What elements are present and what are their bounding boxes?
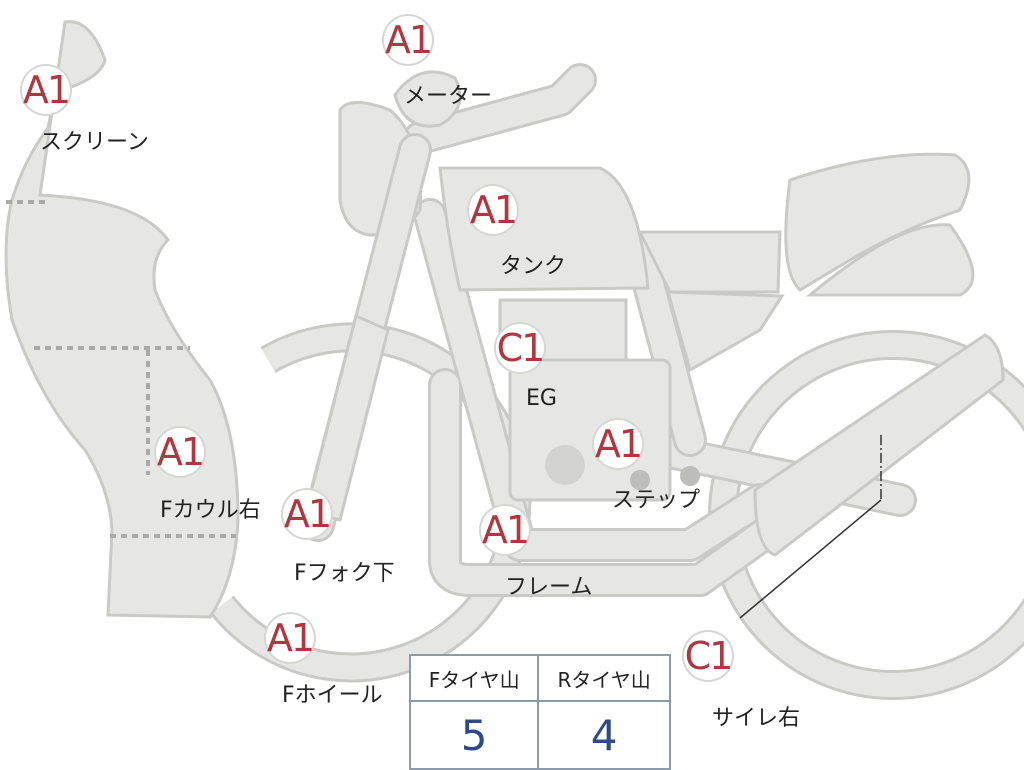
- grade-text: C1: [496, 326, 546, 370]
- callout-label-front-wheel: Fホイール: [282, 683, 383, 708]
- side-cover: [637, 230, 782, 294]
- grade-text: A1: [481, 508, 530, 552]
- callout-label-engine: EG: [526, 386, 557, 411]
- grade-text: A1: [469, 188, 518, 232]
- muffler: [753, 333, 1005, 557]
- grade-badge-front-fork-lower: A1: [283, 490, 332, 538]
- grade-badge-muffler-right: C1: [684, 632, 734, 680]
- grade-badge-frame: A1: [481, 506, 530, 554]
- tire-tread-table: Fタイヤ山 Rタイヤ山 5 4: [408, 654, 671, 770]
- grade-text: A1: [594, 422, 643, 466]
- grade-text: A1: [266, 616, 315, 660]
- grade-text: A1: [283, 492, 332, 536]
- table-header-row: Fタイヤ山 Rタイヤ山: [408, 654, 671, 702]
- callout-label-front-cowl-right: Fカウル右: [160, 498, 261, 523]
- grade-badge-front-wheel: A1: [266, 614, 315, 662]
- rear-fender: [805, 223, 975, 297]
- grade-text: A1: [384, 18, 433, 62]
- grade-badge-screen: A1: [22, 66, 71, 114]
- callout-label-tank: タンク: [500, 254, 567, 279]
- grade-text: C1: [684, 634, 734, 678]
- tail-panel: [665, 290, 785, 373]
- footpegs: [630, 466, 700, 490]
- grade-text: A1: [22, 68, 71, 112]
- callout-label-muffler-right: サイレ右: [712, 706, 801, 731]
- header-rear-tire-tread: Rタイヤ山: [537, 654, 671, 702]
- value-front-tire-tread: 5: [408, 700, 540, 770]
- header-front-tire-tread: Fタイヤ山: [408, 654, 540, 702]
- callout-label-meter: メーター: [404, 84, 493, 109]
- grade-badge-meter: A1: [384, 16, 433, 64]
- callout-label-front-fork-lower: Fフォク下: [294, 561, 395, 586]
- grade-text: A1: [156, 430, 205, 474]
- front-fork: [301, 133, 432, 542]
- grade-badge-engine: C1: [496, 324, 546, 372]
- seat: [784, 152, 971, 292]
- cowl-seams: [6, 200, 236, 538]
- callout-label-frame: フレーム: [505, 575, 593, 600]
- handlebar: [403, 63, 597, 155]
- meter-housing: [393, 70, 462, 128]
- grade-badge-tank: A1: [469, 186, 518, 234]
- muffler-leader-line: [739, 435, 882, 619]
- callout-label-step: ステップ: [612, 488, 701, 513]
- grade-badge-front-cowl-right: A1: [156, 428, 205, 476]
- callout-label-screen: スクリーン: [40, 130, 149, 155]
- table-value-row: 5 4: [408, 700, 671, 770]
- grade-badge-step: A1: [594, 420, 643, 468]
- value-rear-tire-tread: 4: [537, 700, 671, 770]
